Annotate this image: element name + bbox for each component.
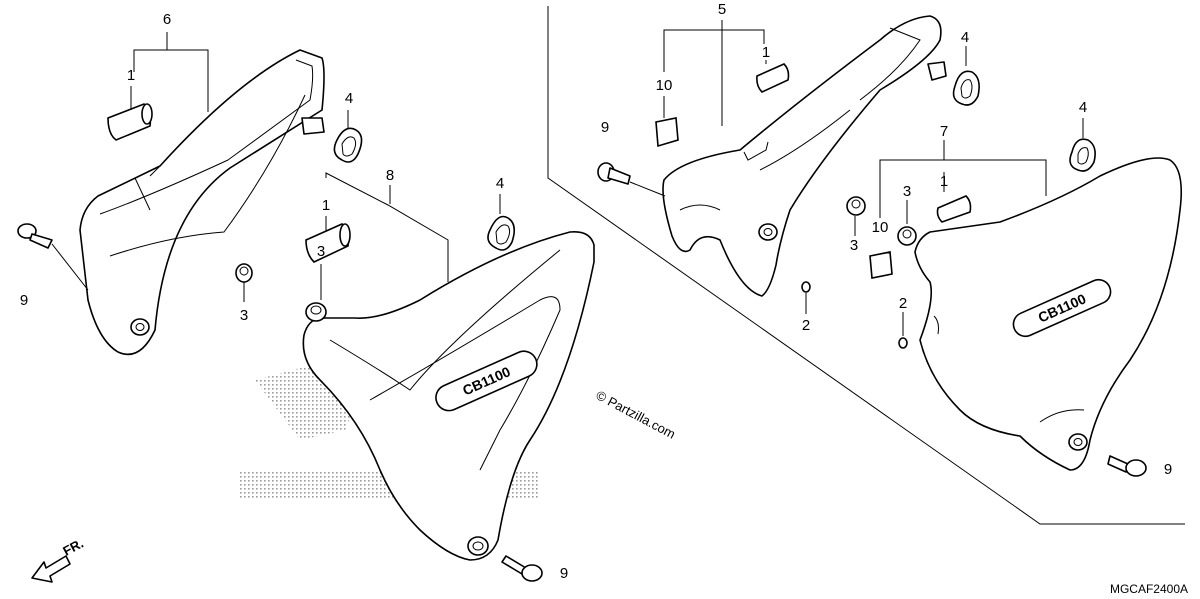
callout-4-middle: 4: [496, 175, 504, 192]
grommet-ring-right-lower-4[interactable]: [1069, 138, 1096, 172]
region-divider: [547, 6, 1185, 525]
side-cover-right-rear[interactable]: [662, 15, 947, 297]
partzilla-watermark: © Partzilla.com: [594, 387, 678, 441]
callout-3-right-lower: 3: [850, 237, 858, 254]
side-cover-left-rear[interactable]: [79, 49, 325, 356]
diagram-code: MGCAF2400A: [1110, 582, 1188, 596]
callout-6: 6: [163, 11, 171, 28]
rubber-right-a-3[interactable]: [846, 196, 866, 216]
callout-4-left: 4: [345, 90, 353, 107]
callout-5: 5: [718, 1, 726, 18]
grommet-left-1[interactable]: [107, 103, 153, 141]
side-cover-right-front[interactable]: CB1100: [914, 157, 1183, 471]
callout-1-middle: 1: [322, 197, 330, 214]
callout-4-right-top: 4: [961, 29, 969, 46]
collar-b-2[interactable]: [898, 337, 908, 349]
bolt-middle-9[interactable]: [501, 555, 543, 582]
rubber-left-3[interactable]: [235, 263, 253, 283]
rubber-middle-3[interactable]: [305, 302, 327, 322]
callout-labels: 6 1 4 9 3 8 1 4 3 9 5 1 10 9 4 4 7 1 3 3…: [20, 1, 1172, 582]
side-cover-left-front[interactable]: CB1100: [302, 230, 595, 561]
pad-right-lower-10[interactable]: [869, 251, 893, 279]
callout-9-left: 9: [20, 292, 28, 309]
collar-a-2[interactable]: [801, 281, 811, 293]
callout-1-left: 1: [127, 67, 135, 84]
grommet-ring-left-4[interactable]: [333, 127, 363, 163]
callout-4-right-lower: 4: [1079, 99, 1087, 116]
callout-1-right-top: 1: [762, 44, 770, 61]
callout-3-left: 3: [240, 307, 248, 324]
front-direction-arrow: FR.: [31, 536, 86, 583]
callout-7: 7: [940, 123, 948, 140]
callout-3-right-upper: 3: [903, 183, 911, 200]
direction-label: FR.: [60, 536, 86, 559]
cb1100-emblem-right: CB1100: [1012, 278, 1112, 338]
callout-9-right-lower: 9: [1164, 461, 1172, 478]
callout-3-middle: 3: [317, 243, 325, 260]
callout-9-right-top: 9: [601, 119, 609, 136]
grommet-ring-right-top-4[interactable]: [952, 70, 980, 106]
pad-right-top-10[interactable]: [655, 117, 679, 148]
bolt-right-top-9[interactable]: [597, 162, 666, 197]
callout-10-top: 10: [656, 77, 673, 94]
callout-10-lower: 10: [872, 219, 889, 236]
callout-2-b: 2: [899, 295, 907, 312]
callout-8: 8: [386, 167, 394, 184]
bolt-right-lower-9[interactable]: [1107, 455, 1147, 477]
callout-9-middle: 9: [560, 565, 568, 582]
callout-2-a: 2: [802, 317, 810, 334]
grommet-right-top-1[interactable]: [756, 63, 790, 93]
callout-1-right-lower: 1: [940, 173, 948, 190]
grommet-ring-middle-4[interactable]: [487, 215, 516, 251]
grommet-middle-1[interactable]: [305, 223, 351, 263]
bolt-left-9[interactable]: [17, 223, 89, 291]
grommet-right-lower-1[interactable]: [936, 195, 972, 223]
rubber-right-b-3[interactable]: [897, 226, 917, 246]
leader-lines: [130, 20, 1084, 336]
